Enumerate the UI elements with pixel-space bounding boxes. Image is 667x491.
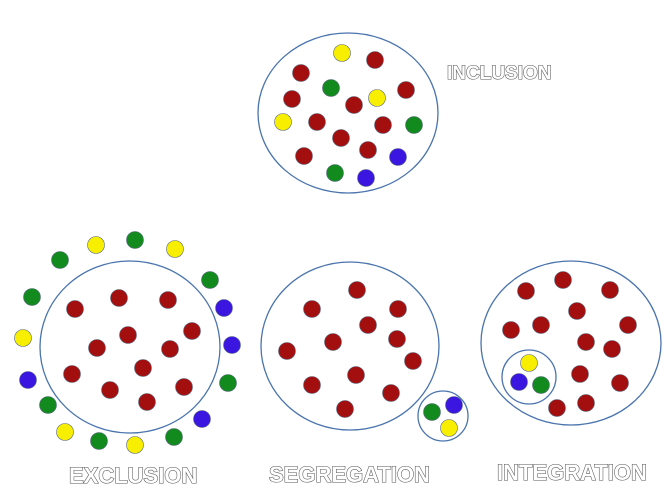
red-dot (63, 365, 81, 383)
segregation-small-dots (423, 396, 463, 437)
exclusion-label: EXCLUSION (69, 463, 197, 488)
red-dot (619, 316, 637, 334)
green-dot (51, 251, 69, 269)
inclusion-group: INCLUSION (257, 32, 552, 194)
red-dot (603, 340, 621, 358)
red-dot (359, 141, 377, 159)
green-dot (326, 164, 344, 182)
green-dot (322, 79, 340, 97)
segregation-label: SEGREGATION (269, 462, 430, 487)
blue-dot (445, 396, 463, 414)
red-dot (568, 302, 586, 320)
red-dot (159, 291, 177, 309)
integration-inner-dots (502, 271, 637, 417)
red-dot (359, 316, 377, 334)
blue-dot (193, 410, 211, 428)
yellow-dot (368, 89, 386, 107)
red-dot (404, 352, 422, 370)
red-dot (554, 271, 572, 289)
red-dot (388, 330, 406, 348)
exclusion-outer-dots (14, 231, 241, 454)
exclusion-inner-dots (63, 289, 201, 411)
red-dot (134, 359, 152, 377)
red-dot (577, 333, 595, 351)
red-dot (397, 81, 415, 99)
inclusion-dots (274, 44, 423, 187)
red-dot (119, 326, 137, 344)
red-dot (366, 51, 384, 69)
red-dot (161, 340, 179, 358)
yellow-dot (166, 240, 184, 258)
yellow-dot (14, 329, 32, 347)
green-dot (165, 428, 183, 446)
integration-label: INTEGRATION (497, 460, 647, 485)
red-dot (183, 322, 201, 340)
red-dot (283, 90, 301, 108)
yellow-dot (87, 236, 105, 254)
blue-dot (19, 371, 37, 389)
red-dot (601, 281, 619, 299)
red-dot (517, 282, 535, 300)
yellow-dot (274, 113, 292, 131)
red-dot (175, 378, 193, 396)
green-dot (39, 396, 57, 414)
yellow-dot (440, 419, 458, 437)
integration-circle (480, 260, 662, 426)
integration-small-dots (510, 354, 550, 394)
green-dot (423, 403, 441, 421)
green-dot (405, 116, 423, 134)
inclusion-label: INCLUSION (447, 63, 552, 84)
red-dot (347, 366, 365, 384)
red-dot (611, 374, 629, 392)
red-dot (389, 300, 407, 318)
yellow-dot (333, 44, 351, 62)
yellow-dot (56, 423, 74, 441)
green-dot (532, 376, 550, 394)
red-dot (502, 321, 520, 339)
exclusion-circle (39, 260, 221, 434)
exclusion-group: EXCLUSION (14, 231, 241, 489)
green-dot (201, 271, 219, 289)
green-dot (90, 432, 108, 450)
red-dot (88, 339, 106, 357)
blue-dot (357, 169, 375, 187)
red-dot (278, 342, 296, 360)
segregation-inner-dots (278, 281, 422, 418)
green-dot (126, 231, 144, 249)
red-dot (303, 300, 321, 318)
segregation-group: SEGREGATION (260, 261, 469, 488)
blue-dot (215, 299, 233, 317)
yellow-dot (126, 436, 144, 454)
red-dot (308, 113, 326, 131)
red-dot (548, 399, 566, 417)
yellow-dot (520, 354, 538, 372)
red-dot (532, 316, 550, 334)
red-dot (577, 394, 595, 412)
red-dot (66, 300, 84, 318)
blue-dot (389, 148, 407, 166)
red-dot (138, 393, 156, 411)
red-dot (382, 384, 400, 402)
green-dot (219, 374, 237, 392)
red-dot (101, 381, 119, 399)
red-dot (374, 116, 392, 134)
red-dot (332, 129, 350, 147)
green-dot (23, 288, 41, 306)
red-dot (324, 333, 342, 351)
integration-group: INTEGRATION (480, 260, 662, 486)
red-dot (295, 147, 313, 165)
red-dot (336, 400, 354, 418)
blue-dot (223, 336, 241, 354)
red-dot (303, 376, 321, 394)
red-dot (292, 64, 310, 82)
red-dot (345, 96, 363, 114)
red-dot (571, 365, 589, 383)
red-dot (110, 289, 128, 307)
red-dot (348, 281, 366, 299)
blue-dot (510, 373, 528, 391)
